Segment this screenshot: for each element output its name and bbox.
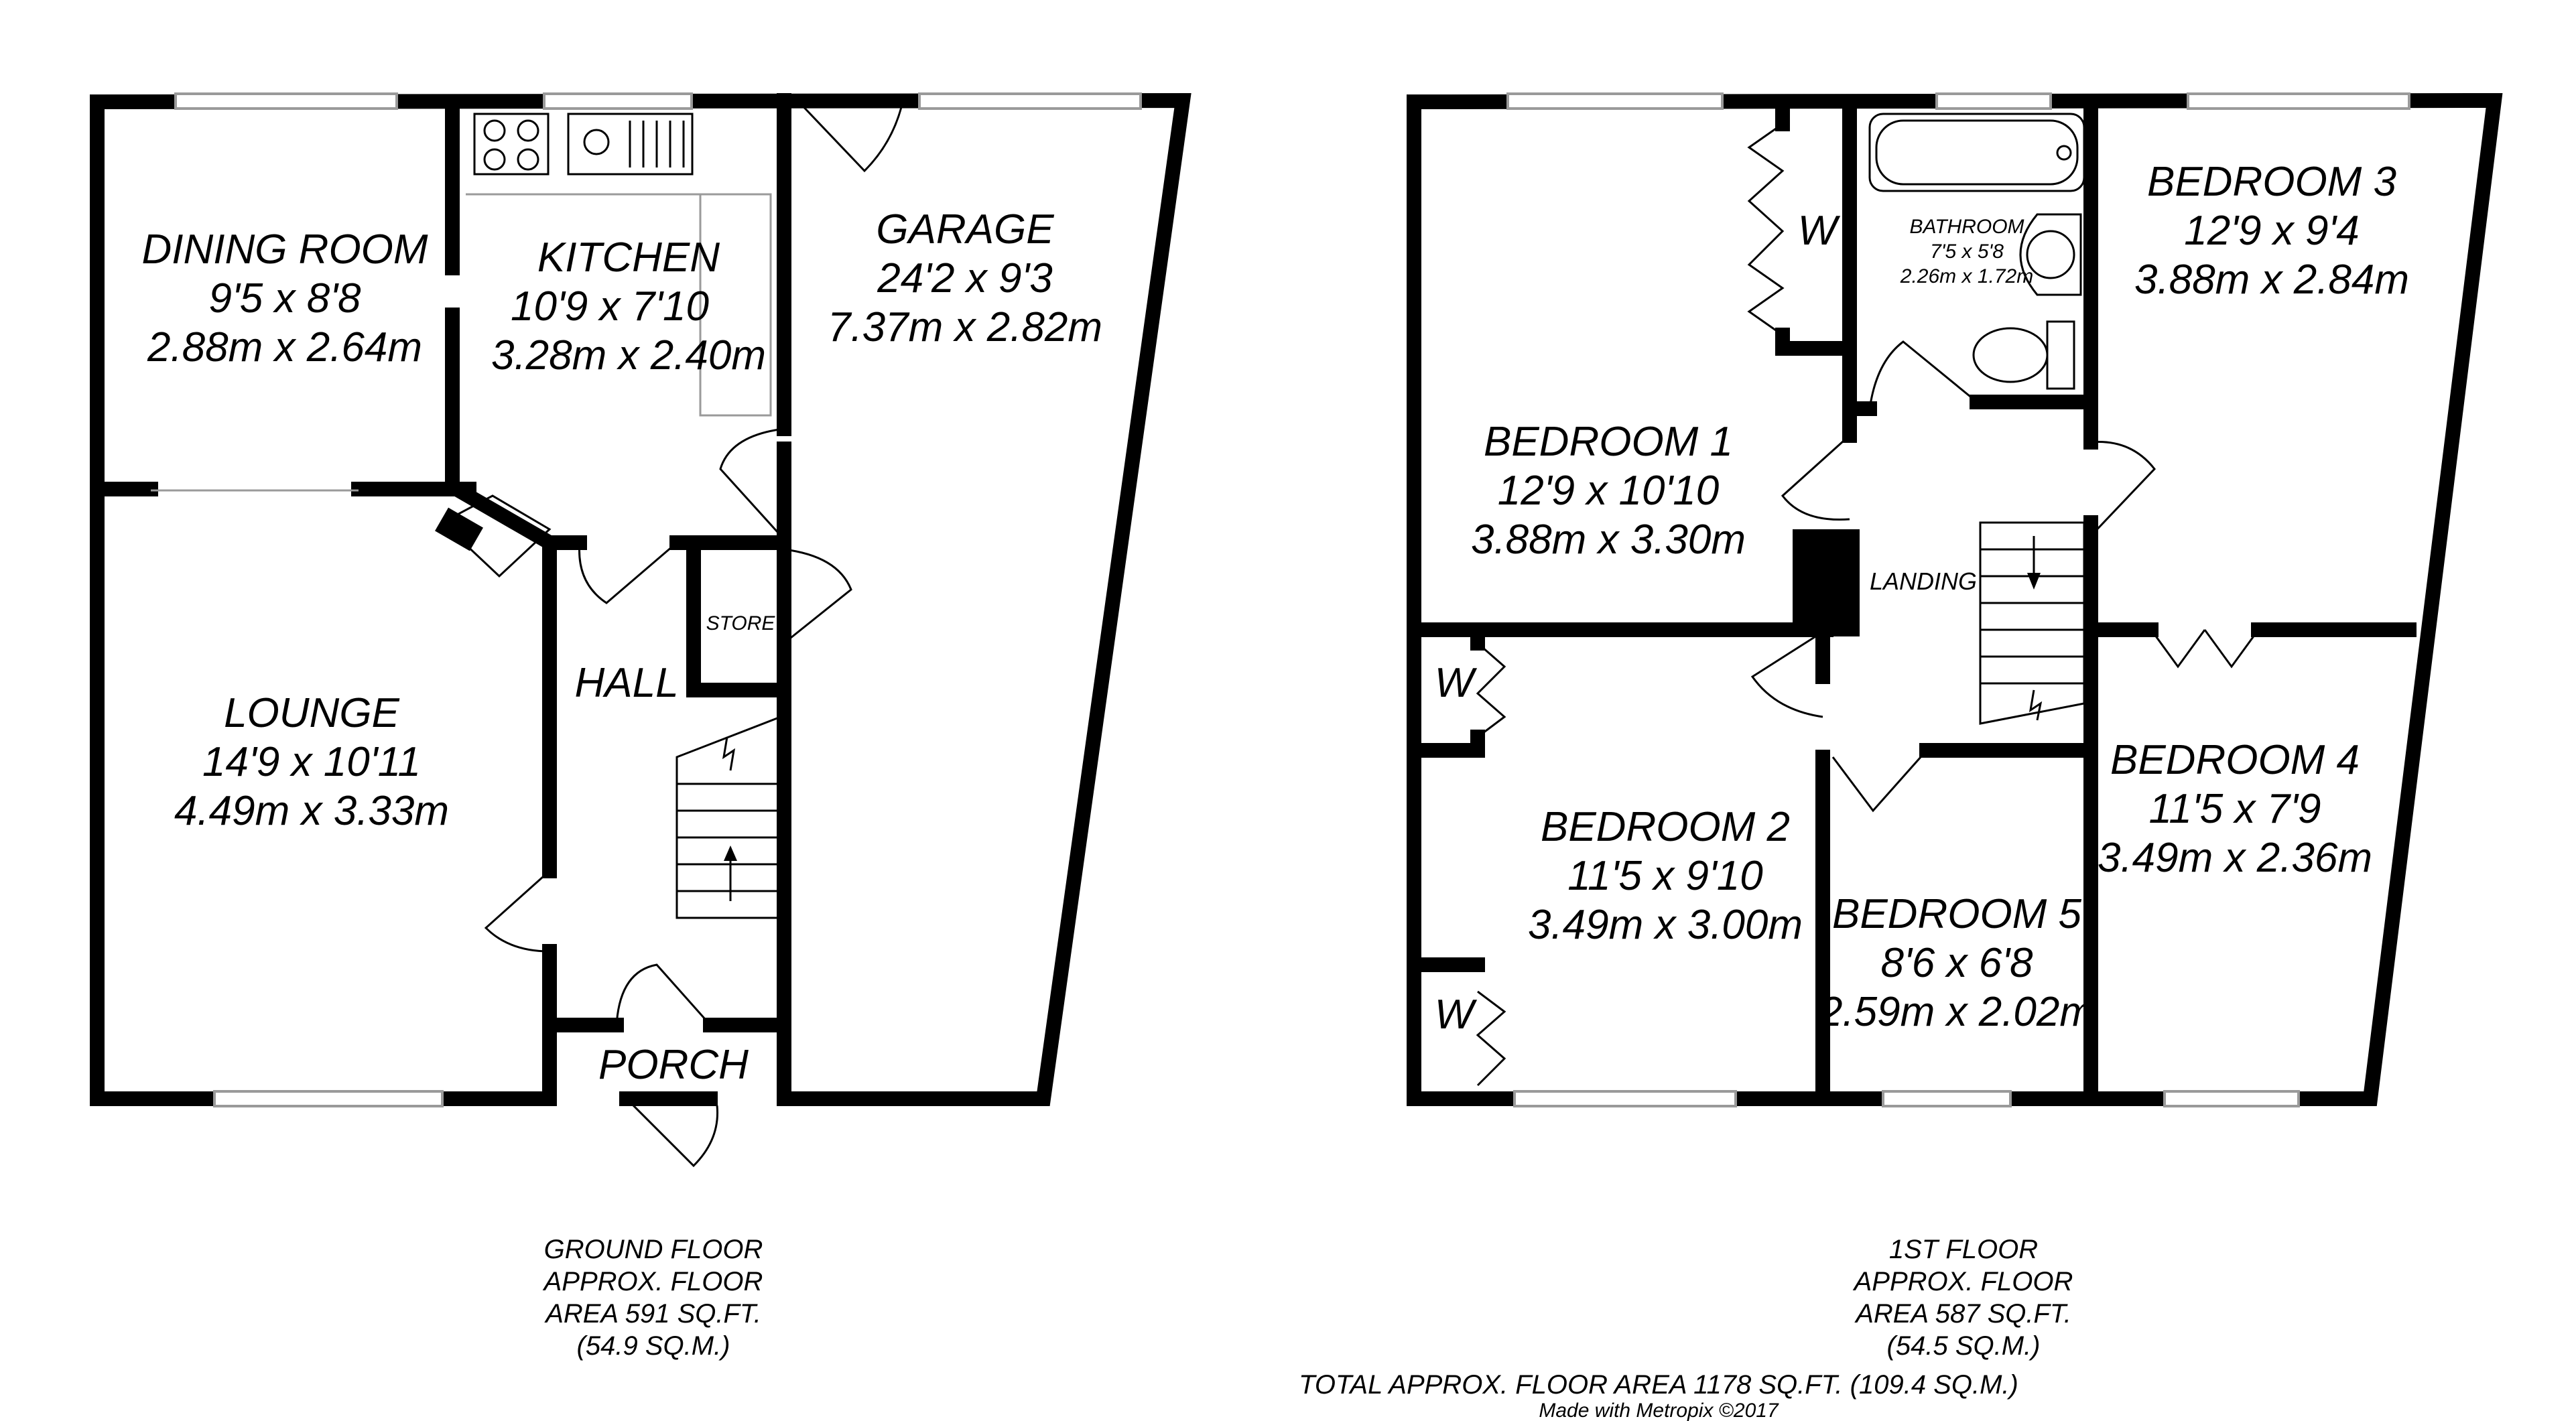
hob-icon [473,113,550,176]
wardrobe-door [1476,642,1506,738]
ground-caption-line1: GROUND FLOOR [544,1235,763,1264]
bedroom4-name: BEDROOM 4 [2110,737,2360,783]
window [1882,1090,2012,1107]
stairs [1979,521,2085,725]
window [1935,92,2052,110]
lounge-name: LOUNGE [224,690,399,736]
bedroom4-metric: 3.49m x 2.36m [2098,835,2372,881]
wardrobe-door [1747,123,1785,336]
store-wall [686,542,778,697]
bedroom3-name: BEDROOM 3 [2147,159,2396,205]
window [1513,1090,1737,1107]
kitchen-name: KITCHEN [537,234,720,281]
worktop [466,193,772,417]
landing-name: LANDING [1870,567,1977,595]
first-outer-wall [1406,92,2503,1106]
door-icon [578,541,678,604]
fireplace [440,494,552,578]
bedroom1-metric: 3.88m x 3.30m [1471,517,1746,563]
wall [1842,395,2098,416]
bedroom4-imperial: 11'5 x 7'9 [2149,786,2321,832]
wardrobe-label: W [1435,660,1478,706]
window [918,92,1142,110]
porch-name: PORCH [598,1042,749,1088]
door-icon [1750,628,1827,718]
wardrobe-label: W [1435,992,1478,1038]
garage-imperial: 24'2 x 9'3 [877,255,1053,301]
bedroom5-name: BEDROOM 5 [1832,891,2082,937]
total-area: TOTAL APPROX. FLOOR AREA 1178 SQ.FT. (10… [1299,1370,2018,1400]
window [2187,92,2410,110]
ground-caption-line4: (54.9 SQ.M.) [577,1331,730,1361]
first-caption-line4: (54.5 SQ.M.) [1887,1331,2041,1361]
stairs [675,715,782,919]
chimney-block [1793,529,1860,636]
window [1506,92,1724,110]
kitchen-metric: 3.28m x 2.40m [491,332,766,379]
dining-room-imperial: 9'5 x 8'8 [208,275,361,322]
door-icon [796,99,903,173]
chimney-breast [452,482,560,553]
garage-metric: 7.37m x 2.82m [828,304,1102,350]
ground-caption-line3: AREA 591 SQ.FT. [544,1299,761,1329]
door-icon [625,1097,719,1168]
first-caption-line2: APPROX. FLOOR [1853,1267,2073,1296]
dining-room-metric: 2.88m x 2.64m [147,324,422,370]
door-icon [2150,629,2260,669]
lounge-imperial: 14'9 x 10'11 [202,739,421,785]
basin-icon [2019,213,2082,296]
first-caption-line1: 1ST FLOOR [1889,1235,2038,1264]
window [174,92,398,110]
lounge-metric: 4.49m x 3.33m [174,788,449,834]
bedroom3-metric: 3.88m x 2.84m [2134,257,2409,303]
wardrobe-door [1476,990,1506,1087]
door-icon [484,870,551,953]
bathroom-metric: 2.26m x 1.72m [1900,265,2033,287]
wall [669,442,791,550]
bedroom5-imperial: 8'6 x 6'8 [1880,940,2033,986]
wardrobe-wall [1407,730,1485,972]
bath-icon [1868,113,2085,192]
kitchen-imperial: 10'9 x 7'10 [511,283,709,330]
bathroom-imperial: 7'5 x 5'8 [1930,241,2004,263]
credit: Made with Metropix ©2017 [1539,1400,1779,1421]
bedroom5-metric: 2.59m x 2.02m [1819,989,2094,1035]
ground-floor: DINING ROOM 9'5 x 8'8 2.88m x 2.64m KITC… [89,92,1192,1361]
store-name: STORE [706,612,776,634]
bedroom2-imperial: 11'5 x 9'10 [1567,853,1762,899]
ground-caption-line2: APPROX. FLOOR [543,1267,763,1296]
bedroom1-imperial: 12'9 x 10'10 [1498,468,1720,514]
window [2163,1090,2300,1107]
bedroom1-name: BEDROOM 1 [1484,419,1733,465]
door-icon [2089,441,2156,537]
door-icon [1831,750,1928,813]
hall-name: HALL [574,660,678,706]
bedroom2-name: BEDROOM 2 [1541,804,1790,850]
toilet-icon [2046,320,2075,390]
door-icon [719,427,785,541]
wardrobe-wall [1775,94,1857,356]
door-icon [615,963,712,1026]
door-icon [1868,340,1978,409]
window [213,1090,444,1107]
bathroom-name: BATHROOM [1909,216,2024,238]
fireplace-hearth [435,507,483,551]
sink-icon [567,113,694,176]
door-icon [1781,434,1851,521]
bedroom3-imperial: 12'9 x 9'4 [2184,208,2360,254]
garage-name: GARAGE [876,206,1054,253]
window [543,92,693,110]
bedroom2-metric: 3.49m x 3.00m [1528,902,1803,948]
first-floor: W W W BEDROOM 1 12'9 x 10'10 3.88m x 3.3… [1406,92,2503,1361]
door-icon [783,548,852,645]
wardrobe-label: W [1798,208,1841,254]
first-caption-line3: AREA 587 SQ.FT. [1854,1299,2071,1329]
dining-room-name: DINING ROOM [141,226,428,273]
